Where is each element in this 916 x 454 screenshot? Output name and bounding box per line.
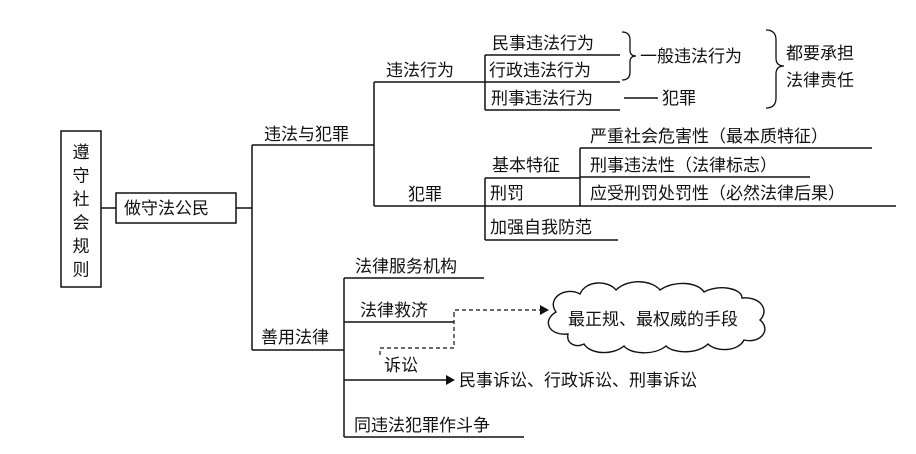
arrow-litigation [446,375,455,385]
arrow-to-cloud [540,305,549,315]
root-label: 遵守社会规则 [73,143,90,281]
self-prevention: 加强自我防范 [490,218,592,238]
level1-box [115,192,237,224]
illegal-acts-label: 违法行为 [386,61,454,81]
cloud-shape [547,281,766,354]
responsibility-line-1: 都要承担 [786,44,854,64]
general-violation: 一般违法行为 [640,47,742,67]
brace-general [621,31,637,81]
level1-label: 做守法公民 [124,199,209,219]
branch-violation-label: 违法与犯罪 [264,125,349,145]
fight-crime: 同违法犯罪作斗争 [354,416,490,436]
legal-remedy: 法律救济 [360,301,428,321]
responsibility-line-2: 法律责任 [786,71,854,91]
branch-law-label: 善用法律 [261,328,329,348]
feature-social-harm: 严重社会危害性（最本质特征） [590,127,828,147]
penalty: 刑罚 [490,184,524,204]
brace-responsibility [765,29,785,109]
crime-result: 犯罪 [662,89,696,109]
litigation-types: 民事诉讼、行政诉讼、刑事诉讼 [459,371,697,391]
basic-features: 基本特征 [492,156,560,176]
litigation: 诉讼 [384,356,418,376]
feature-criminal-illegality: 刑事违法性（法律标志） [590,156,777,176]
dashed-litigation-connector [379,316,455,355]
administrative-act: 行政违法行为 [489,61,591,81]
root-box [60,130,102,288]
feature-punishability: 应受刑罚处罚性（必然法律后果） [590,184,845,204]
cloud-text: 最正规、最权威的手段 [568,310,738,330]
crime-node-label: 犯罪 [408,185,442,205]
legal-services: 法律服务机构 [355,257,457,277]
dashed-remedy-connector [453,309,540,316]
civil-act: 民事违法行为 [492,34,594,54]
criminal-act: 刑事违法行为 [491,89,593,109]
